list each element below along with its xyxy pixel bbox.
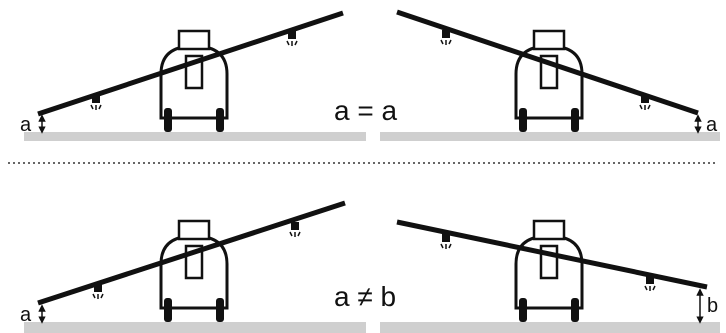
- label-top-left: a: [20, 114, 32, 136]
- sprayer-top-right: a: [396, 9, 718, 136]
- ground-strip-bottom-left: [24, 322, 366, 333]
- label-top-right: a: [706, 114, 718, 136]
- boom-top-left: [37, 10, 344, 117]
- equation-bottom: a ≠ b: [334, 281, 396, 312]
- ground-strip-bottom-right: [380, 322, 720, 333]
- equation-top: a = a: [334, 95, 397, 126]
- sprayer-top-left: a: [20, 10, 344, 136]
- ground-strip-top-left: [24, 132, 366, 141]
- boom-bottom-right: [396, 219, 708, 290]
- top-row: a a a = a: [20, 9, 720, 141]
- sprayer-bottom-right: b: [396, 219, 718, 324]
- bottom-row: a b a ≠ b: [20, 200, 720, 333]
- boom-bottom-left: [37, 200, 346, 306]
- label-bottom-left: a: [20, 304, 32, 326]
- ground-strip-top-right: [380, 132, 720, 141]
- sprayer-bottom-left: a: [20, 200, 346, 326]
- label-bottom-right: b: [707, 295, 718, 317]
